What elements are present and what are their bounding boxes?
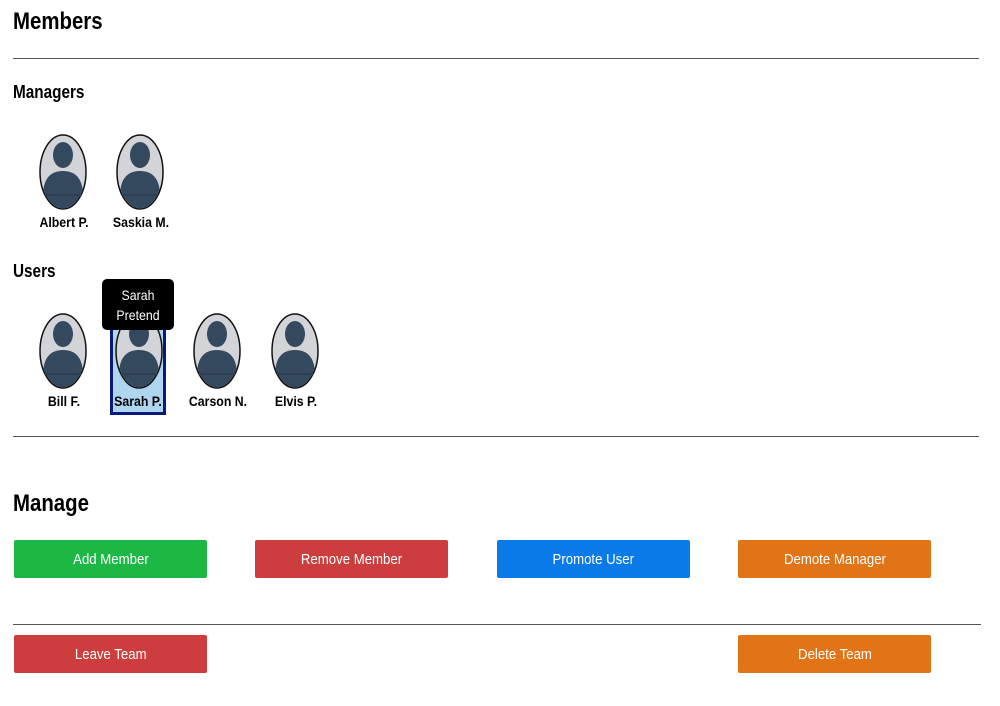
member-name: Carson N.	[188, 393, 248, 409]
member-name: Sarah P.	[114, 393, 162, 409]
demote-manager-button[interactable]: Demote Manager	[738, 540, 931, 578]
member-albert[interactable]: Albert P.	[36, 132, 92, 236]
tooltip-line2: Pretend	[116, 307, 160, 323]
member-name: Saskia M.	[112, 214, 170, 230]
managers-heading: Managers	[13, 82, 85, 102]
add-member-label: Add Member	[72, 550, 149, 568]
member-name: Elvis P.	[274, 393, 318, 409]
manage-heading: Manage	[13, 490, 89, 517]
page-title: Members	[13, 8, 103, 35]
add-member-button[interactable]: Add Member	[14, 540, 207, 578]
member-name: Albert P.	[39, 214, 89, 230]
user-avatar-icon	[193, 313, 241, 389]
users-heading: Users	[13, 261, 56, 281]
promote-user-button[interactable]: Promote User	[497, 540, 690, 578]
member-bill[interactable]: Bill F.	[36, 311, 92, 415]
divider-top	[13, 58, 979, 59]
demote-manager-label: Demote Manager	[783, 550, 886, 568]
member-name: Bill F.	[47, 393, 81, 409]
member-tooltip: Sarah Pretend	[102, 279, 174, 330]
leave-team-label: Leave Team	[74, 645, 147, 663]
delete-team-label: Delete Team	[797, 645, 872, 663]
promote-user-label: Promote User	[552, 550, 635, 568]
member-carson[interactable]: Carson N.	[189, 311, 247, 415]
user-avatar-icon	[39, 313, 87, 389]
user-avatar-icon	[271, 313, 319, 389]
remove-member-button[interactable]: Remove Member	[255, 540, 448, 578]
leave-team-button[interactable]: Leave Team	[14, 635, 207, 673]
member-saskia[interactable]: Saskia M.	[113, 132, 169, 236]
user-avatar-icon	[39, 134, 87, 210]
divider-middle	[13, 436, 979, 437]
remove-member-label: Remove Member	[300, 550, 403, 568]
member-elvis[interactable]: Elvis P.	[268, 311, 324, 415]
divider-bottom	[13, 624, 981, 625]
tooltip-line1: Sarah	[121, 287, 155, 303]
user-avatar-icon	[116, 134, 164, 210]
delete-team-button[interactable]: Delete Team	[738, 635, 931, 673]
